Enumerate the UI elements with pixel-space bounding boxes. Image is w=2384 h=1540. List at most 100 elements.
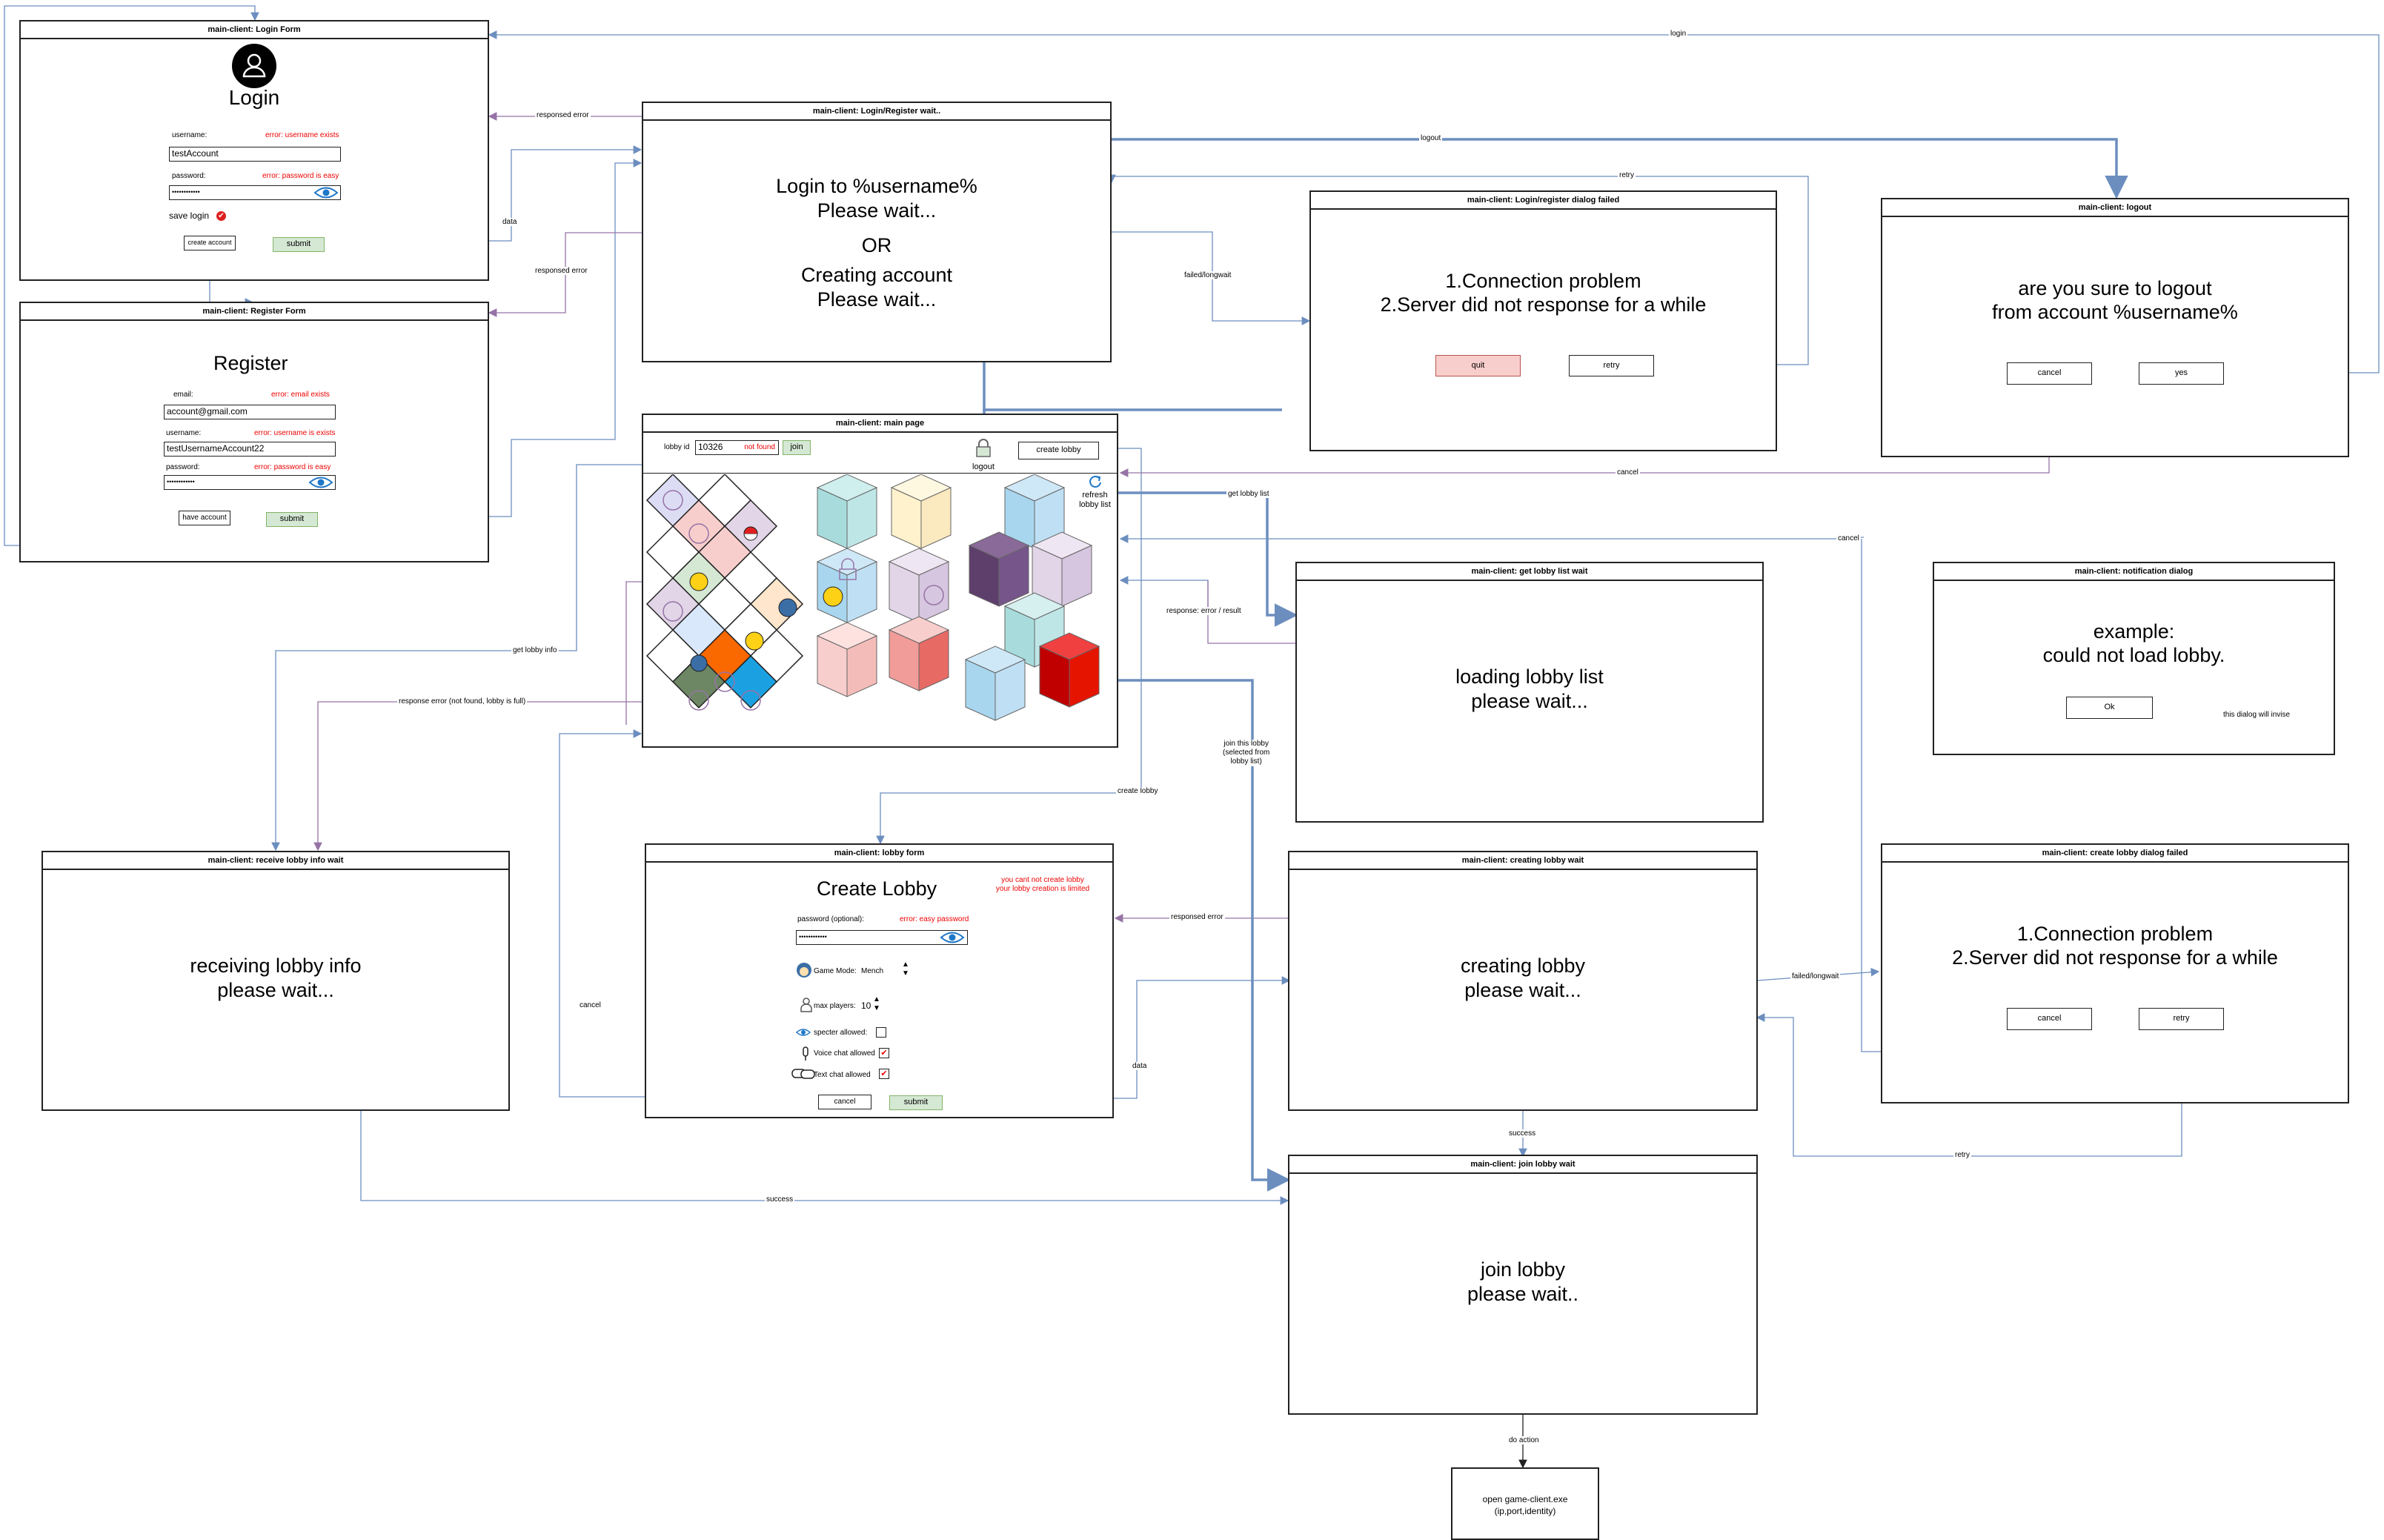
lobby-cube <box>888 548 950 623</box>
lobby-id-label: lobby id <box>664 443 690 451</box>
login-submit-button[interactable]: submit <box>273 237 325 252</box>
password-error: error: password is easy <box>262 172 339 180</box>
create-failed-retry-button[interactable]: retry <box>2139 1008 2224 1030</box>
lobby-cube <box>816 548 878 623</box>
logout-line-2: from account %username% <box>1992 301 2238 323</box>
refresh-label[interactable]: refresh lobby list <box>1075 491 1115 510</box>
eye-icon[interactable] <box>313 186 339 199</box>
lobby-cube-grid <box>816 474 1100 721</box>
join-line-1: join lobby <box>1480 1258 1566 1281</box>
lobby-password-input[interactable]: •••••••••••• <box>796 930 968 945</box>
edge-label: responsed error <box>1169 913 1225 921</box>
create-lobby-button[interactable]: create lobby <box>1018 442 1099 459</box>
lock-icon[interactable] <box>975 439 992 458</box>
logout-label[interactable]: logout <box>972 462 995 471</box>
ok-button[interactable]: Ok <box>2066 697 2153 719</box>
join-this-line-1: join this lobby <box>1223 740 1269 748</box>
eye-icon[interactable] <box>940 931 965 944</box>
logout-yes-button[interactable]: yes <box>2139 362 2224 385</box>
retry-button[interactable]: retry <box>1569 355 1654 376</box>
edge-label: create lobby <box>1116 787 1160 795</box>
reg-username-label: username: <box>166 429 202 437</box>
join-button[interactable]: join <box>783 440 811 455</box>
game-client-line-1: open game-client.exe <box>1482 1494 1568 1504</box>
login-form-panel: main-client: Login Form Login username: … <box>19 20 489 281</box>
refresh-icon[interactable] <box>1088 474 1103 489</box>
receive-line-1: receiving lobby info <box>190 955 362 977</box>
join-this-line-2: (selected from <box>1223 749 1270 757</box>
panel-title: main-client: creating lobby wait <box>1289 852 1756 870</box>
edge-label: cancel <box>578 1001 602 1009</box>
game-mode-icon <box>797 963 811 978</box>
wait-or: OR <box>861 234 892 256</box>
register-form-panel: main-client: Register Form Register emai… <box>19 302 489 562</box>
lobby-cube <box>888 616 950 691</box>
creating-line-1: creating lobby <box>1460 955 1586 977</box>
chat-icon <box>791 1069 815 1079</box>
logout-cancel-button[interactable]: cancel <box>2007 362 2092 385</box>
edge-label: get lobby list <box>1226 490 1271 498</box>
lobby-list-area <box>643 473 1117 475</box>
create-failed-cancel-button[interactable]: cancel <box>2007 1008 2092 1030</box>
lobby-id-input[interactable]: 10326 not found <box>695 440 779 455</box>
lobby-cube <box>890 474 952 549</box>
edge-label-join: join this lobby (selected from lobby lis… <box>1221 740 1272 766</box>
edge-label: retry <box>1953 1151 1971 1159</box>
reg-username-error: error: username is exists <box>254 429 336 437</box>
panel-title: main-client: lobby form <box>646 845 1112 863</box>
join-this-line-3: lobby list) <box>1230 757 1262 766</box>
lobby-list-wait-panel: main-client: get lobby list wait loading… <box>1295 562 1764 823</box>
wait-line-4: Please wait... <box>817 288 937 311</box>
username-input[interactable]: testAccount <box>169 147 341 162</box>
lobby-cube <box>968 531 1030 607</box>
panel-title: main-client: receive lobby info wait <box>43 852 508 870</box>
create-failed-line-2: 2.Server did not response for a while <box>1952 946 2278 969</box>
reg-password-input[interactable]: •••••••••••• <box>164 475 336 490</box>
register-submit-button[interactable]: submit <box>266 512 318 527</box>
panel-title: main-client: logout <box>1882 199 2348 217</box>
panel-title: main-client: Login/register dialog faile… <box>1311 192 1776 210</box>
create-lobby-heading: Create Lobby <box>817 877 937 900</box>
login-failed-panel: main-client: Login/register dialog faile… <box>1309 190 1777 451</box>
edge-label: cancel <box>1616 468 1640 477</box>
max-players-stepper[interactable]: ▲▼ <box>873 995 880 1012</box>
register-heading: Register <box>213 352 288 374</box>
lobby-submit-button[interactable]: submit <box>889 1095 943 1110</box>
logout-line-1: are you sure to logout <box>2018 277 2212 299</box>
lobby-cancel-button[interactable]: cancel <box>818 1095 871 1109</box>
join-wait-panel: main-client: join lobby wait join lobby … <box>1288 1155 1758 1415</box>
email-input[interactable]: account@gmail.com <box>164 405 336 419</box>
email-label: email: <box>173 391 193 399</box>
edge-label: do action <box>1507 1436 1541 1444</box>
reg-username-input[interactable]: testUsernameAccount22 <box>164 442 336 457</box>
voice-chat-checkbox[interactable]: ✔ <box>879 1048 889 1058</box>
game-mode-value[interactable]: Mench <box>861 967 884 975</box>
password-label: password: <box>172 172 206 180</box>
spectator-checkbox[interactable] <box>876 1027 886 1038</box>
create-account-button[interactable]: create account <box>184 236 236 250</box>
voice-chat-label: Voice chat allowed <box>814 1049 875 1058</box>
max-players-value[interactable]: 10 <box>861 1000 871 1011</box>
text-chat-checkbox[interactable]: ✔ <box>879 1069 889 1079</box>
panel-title: main-client: Register Form <box>21 303 488 321</box>
lobby-diamond-grid <box>645 474 804 711</box>
quit-button[interactable]: quit <box>1435 355 1521 376</box>
game-client-box: open game-client.exe (ip,port,identity) <box>1451 1467 1599 1540</box>
receive-line-2: please wait... <box>217 979 334 1001</box>
edge-label: success <box>1507 1129 1538 1138</box>
eye-icon[interactable] <box>308 476 333 489</box>
save-login-checkbox[interactable]: ✔ <box>216 211 226 221</box>
panel-title: main-client: get lobby list wait <box>1297 563 1762 581</box>
password-input[interactable]: •••••••••••• <box>169 185 341 200</box>
game-mode-stepper[interactable]: ▲▼ <box>902 960 909 978</box>
lobby-cube <box>1003 474 1066 549</box>
lobby-cube <box>1038 632 1100 708</box>
panel-title: main-client: notification dialog <box>1934 563 2334 581</box>
edge-label: failed/longwait <box>1183 271 1233 279</box>
wait-line-1: Login to %username% <box>776 175 977 197</box>
failed-line-1: 1.Connection problem <box>1445 270 1641 292</box>
have-account-button[interactable]: have account <box>179 511 230 525</box>
edge-label: response error (not found, lobby is full… <box>397 697 528 706</box>
edge-label: data <box>501 218 519 226</box>
limit-line-2: your lobby creation is limited <box>995 885 1090 893</box>
